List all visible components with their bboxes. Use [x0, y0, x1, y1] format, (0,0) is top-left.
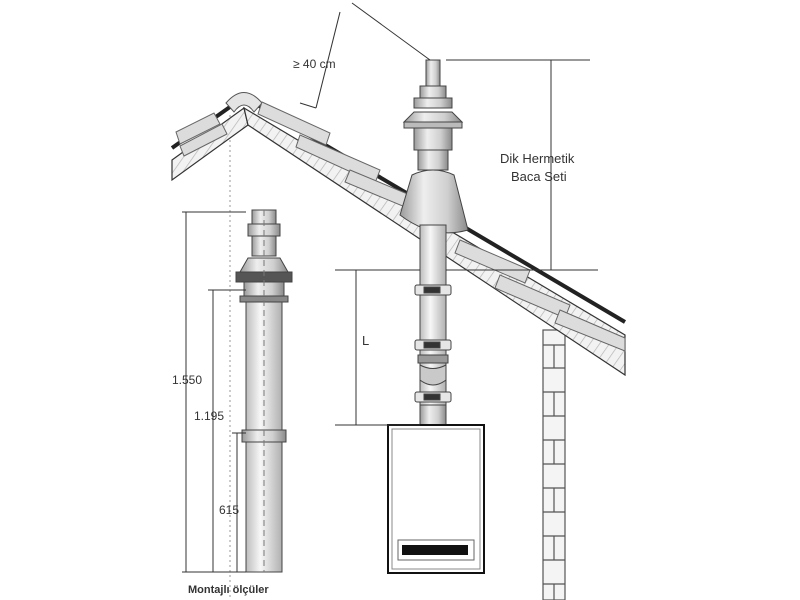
dimension-middle-label: 1.195	[194, 409, 224, 423]
brick-wall	[542, 329, 566, 600]
dimension-total-label: 1.550	[172, 373, 202, 387]
clearance-label: ≥ 40 cm	[293, 57, 336, 71]
caption: Montajlı ölçüler	[188, 584, 269, 596]
boiler-unit	[387, 424, 485, 574]
dimension-lines	[182, 2, 598, 573]
vertical-flue-pipe	[399, 59, 469, 428]
length-label: L	[362, 333, 369, 348]
assembled-flue-drawing	[235, 209, 293, 573]
dimension-lower-label: 615	[219, 503, 239, 517]
product-name-line1: Dik Hermetik	[500, 151, 575, 166]
product-name-line2: Baca Seti	[511, 169, 567, 184]
